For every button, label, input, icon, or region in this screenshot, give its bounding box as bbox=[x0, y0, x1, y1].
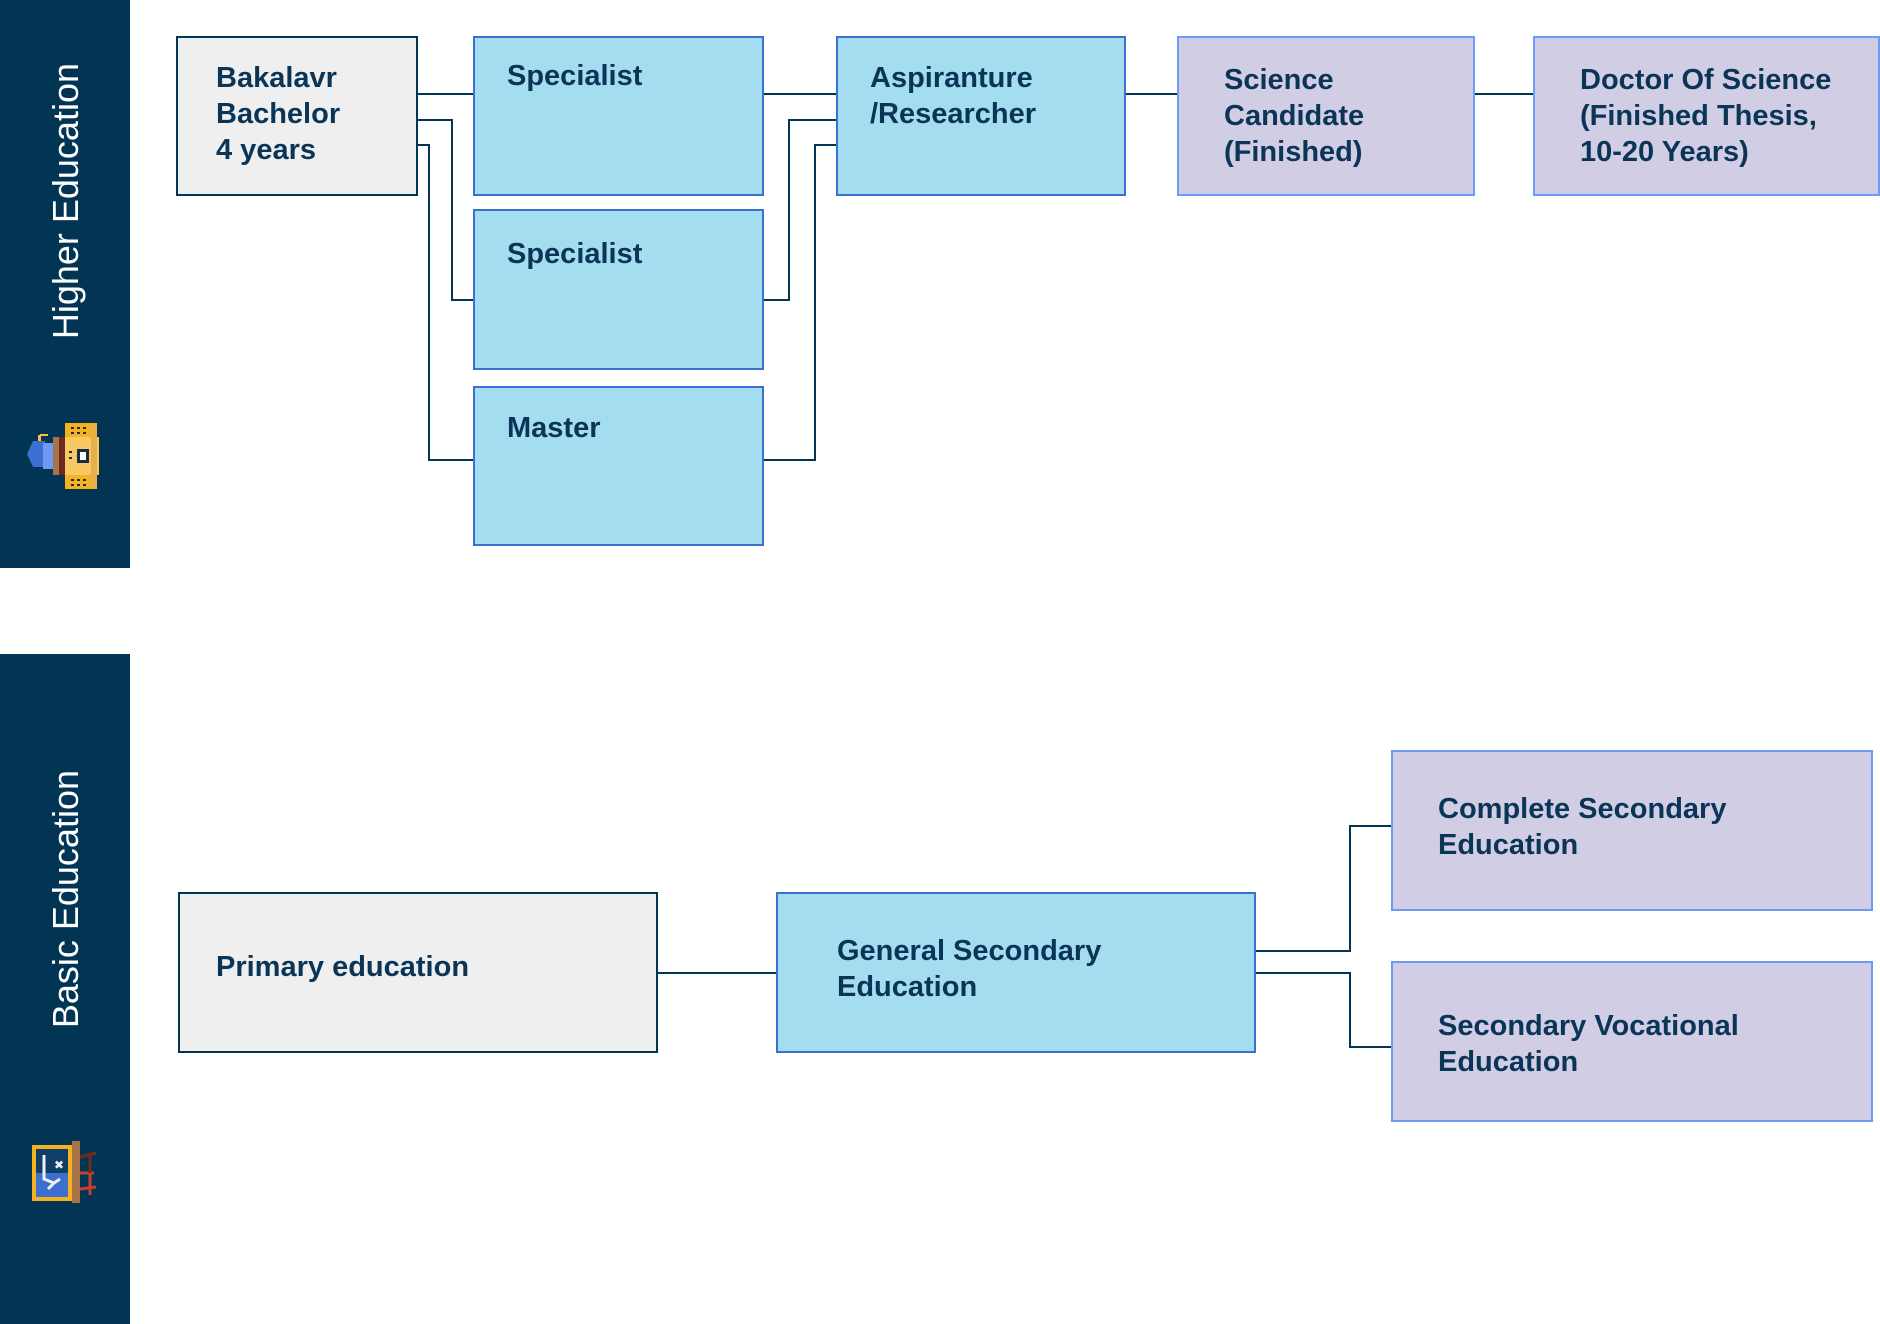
node-secondary-vocational-label: Secondary Vocational Education bbox=[1438, 1010, 1739, 1078]
svg-text:✖: ✖ bbox=[54, 1158, 64, 1172]
node-specialist-2-label: Specialist bbox=[507, 238, 643, 270]
node-bakalavr-label: Bakalavr Bachelor 4 years bbox=[216, 62, 341, 166]
node-general-secondary: General Secondary Education bbox=[776, 892, 1256, 1053]
chalkboard-icon: ✖ bbox=[32, 1137, 98, 1210]
node-doctor-of-science-label: Doctor Of Science (Finished Thesis, 10-2… bbox=[1580, 64, 1832, 168]
node-complete-secondary: Complete Secondary Education bbox=[1391, 750, 1873, 911]
node-secondary-vocational: Secondary Vocational Education bbox=[1391, 961, 1873, 1122]
connector-general-vocational bbox=[1256, 972, 1391, 1048]
basic-education-sidebar: Basic Education ✖ bbox=[0, 654, 130, 1324]
connector-general-complete-secondary bbox=[1256, 825, 1391, 952]
node-specialist-1: Specialist bbox=[473, 36, 764, 196]
node-primary-education-label: Primary education bbox=[216, 951, 470, 983]
node-doctor-of-science: Doctor Of Science (Finished Thesis, 10-2… bbox=[1533, 36, 1880, 196]
university-building-icon bbox=[27, 423, 99, 494]
basic-education-title: Basic Education bbox=[45, 770, 86, 1029]
higher-education-title: Higher Education bbox=[45, 63, 86, 340]
connector-bakalavr-master bbox=[418, 144, 473, 461]
node-specialist-2: Specialist bbox=[473, 209, 764, 370]
higher-education-sidebar: Higher Education bbox=[0, 0, 130, 568]
node-master-label: Master bbox=[507, 412, 601, 444]
node-bakalavr: Bakalavr Bachelor 4 years bbox=[176, 36, 418, 196]
node-specialist-1-label: Specialist bbox=[507, 60, 643, 92]
node-science-candidate-label: Science Candidate (Finished) bbox=[1224, 64, 1365, 168]
node-science-candidate: Science Candidate (Finished) bbox=[1177, 36, 1475, 196]
node-aspiranture: Aspiranture /Researcher bbox=[836, 36, 1126, 196]
connector-specialist-2-aspiranture bbox=[764, 119, 836, 301]
node-primary-education: Primary education bbox=[178, 892, 658, 1053]
connector-master-aspiranture bbox=[764, 144, 836, 461]
node-master: Master bbox=[473, 386, 764, 546]
node-complete-secondary-label: Complete Secondary Education bbox=[1438, 793, 1727, 861]
connector-bakalavr-specialist-2 bbox=[418, 119, 473, 301]
node-aspiranture-label: Aspiranture /Researcher bbox=[870, 62, 1037, 130]
node-general-secondary-label: General Secondary Education bbox=[837, 935, 1102, 1003]
